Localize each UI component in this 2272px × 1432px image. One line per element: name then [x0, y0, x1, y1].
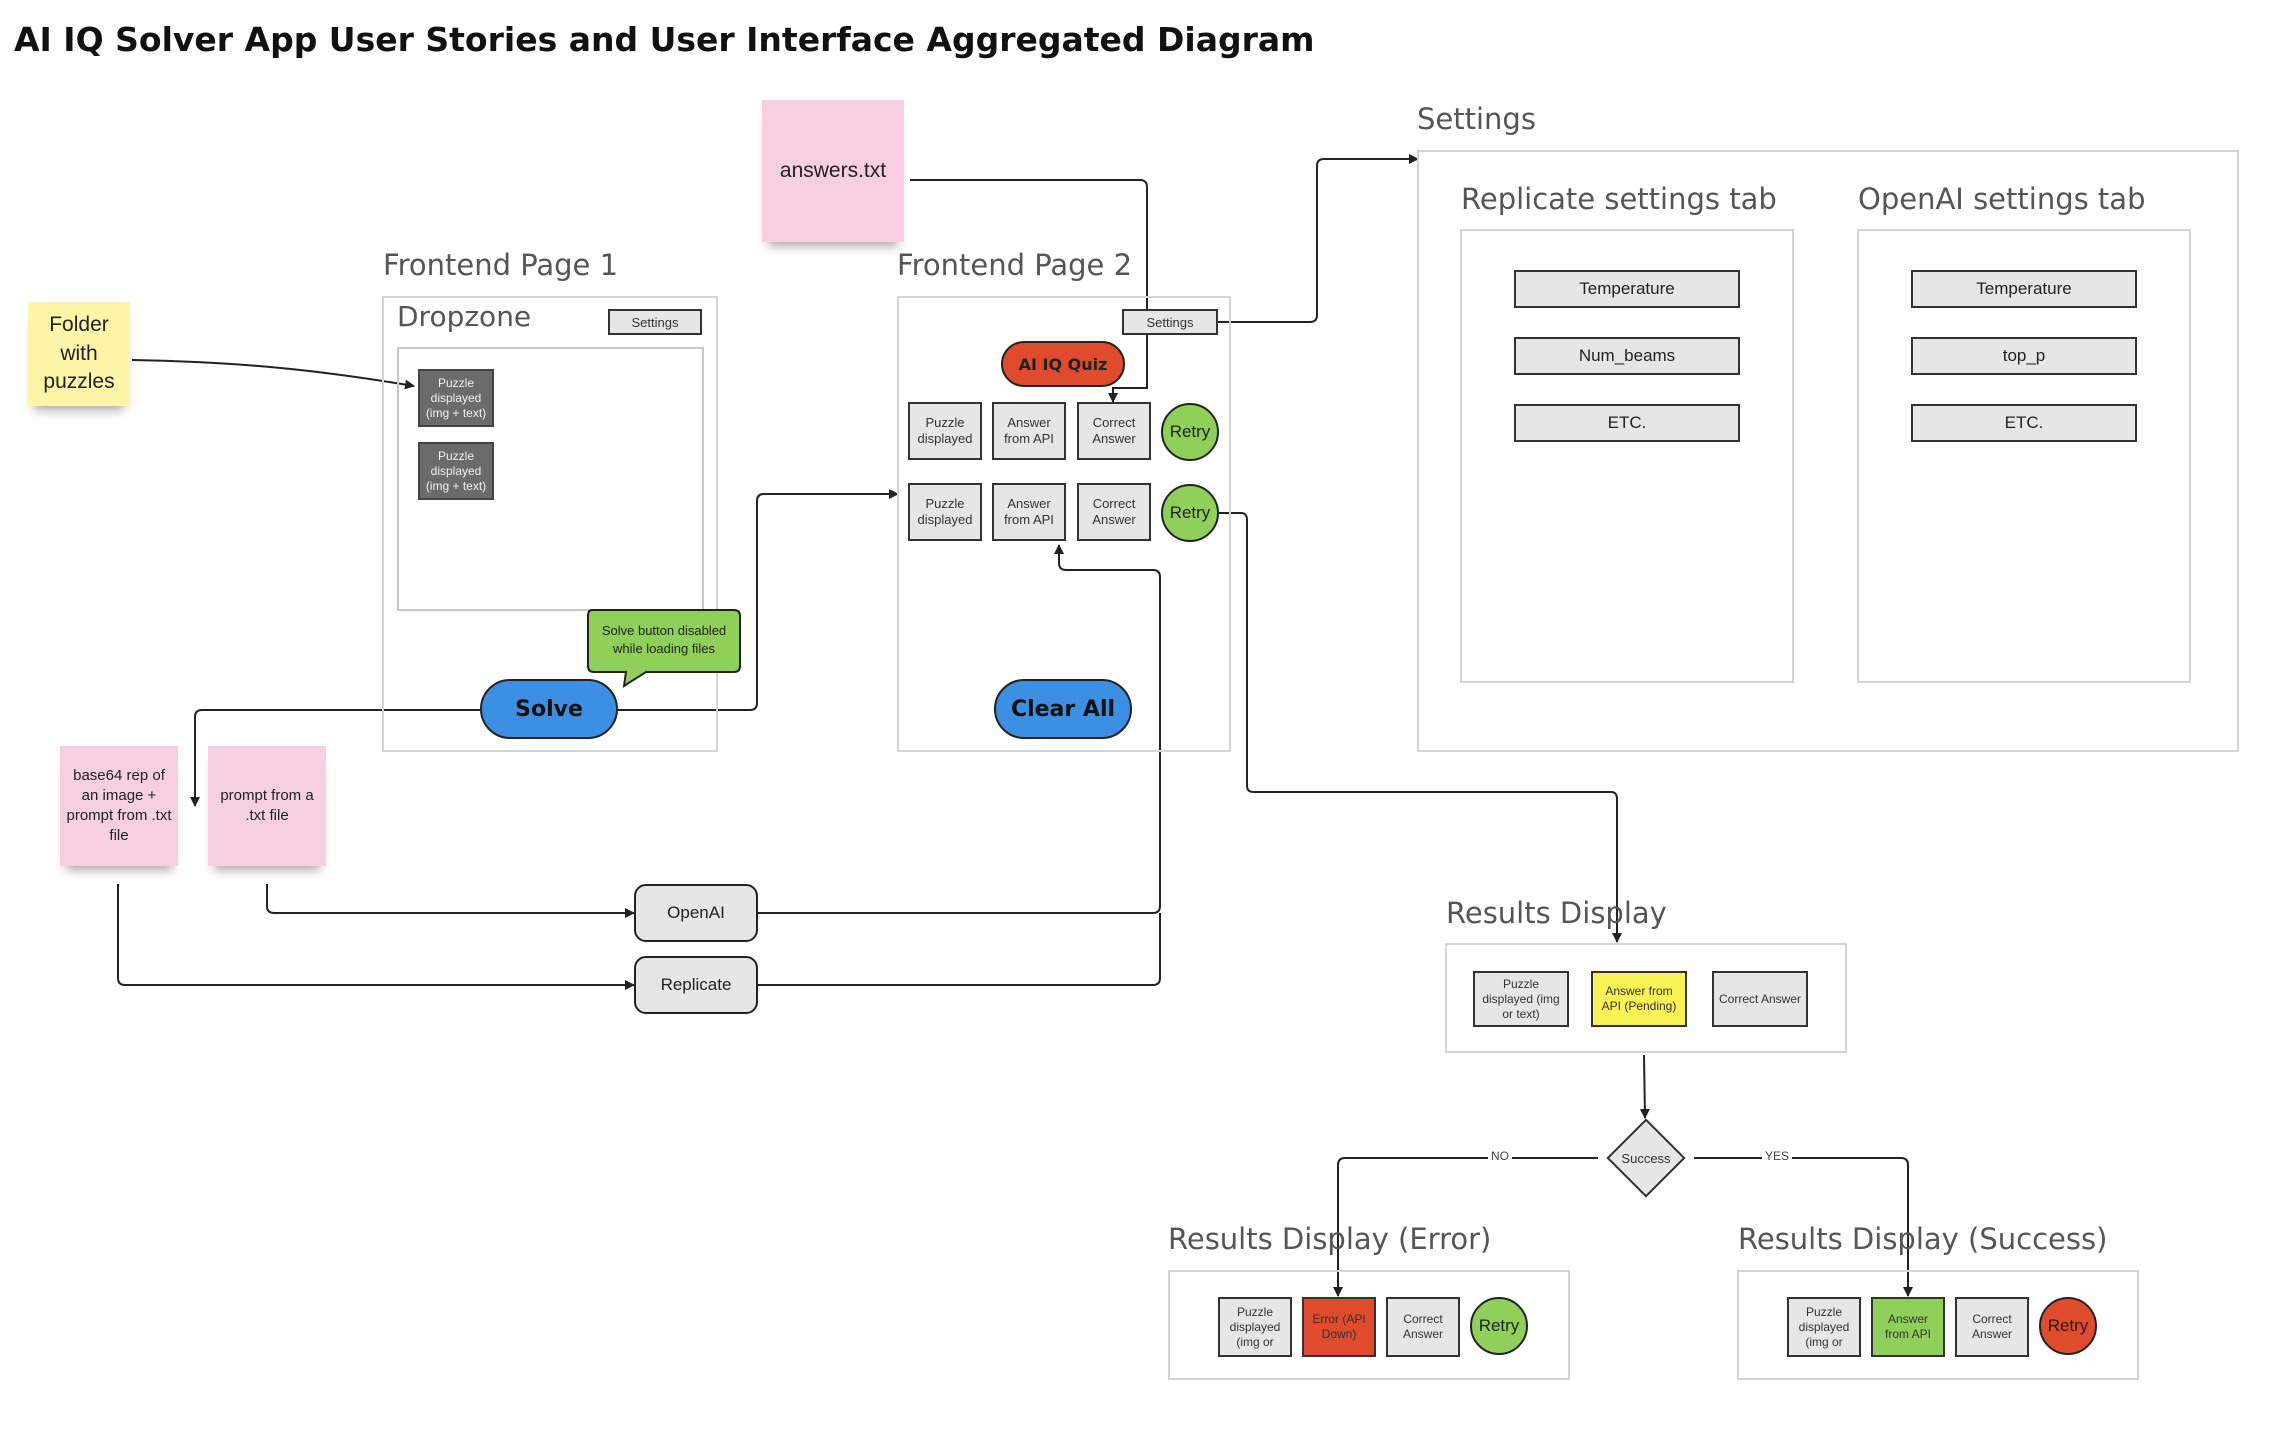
row1-answer-cell: Answer from API [992, 402, 1066, 460]
row2-correct-cell: Correct Answer [1077, 483, 1151, 541]
success-decision-label: Success [1621, 1150, 1671, 1166]
results-display-label: Results Display [1446, 896, 1667, 930]
dropzone-label: Dropzone [397, 300, 532, 333]
connector-openai-to-answer [758, 544, 1161, 914]
connector-solve-to-payloads [190, 709, 480, 807]
page2-settings-button[interactable]: Settings [1122, 309, 1218, 335]
results-error-label: Results Display (Error) [1168, 1222, 1492, 1256]
error-api-down-cell: Error (API Down) [1302, 1297, 1376, 1357]
error-puzzle-cell: Puzzle displayed (img or [1218, 1297, 1292, 1357]
sticky-prompt-payload: prompt from a .txt file [208, 746, 326, 866]
sticky-folder-with-puzzles: Folder with puzzles [28, 302, 130, 406]
frontend-page-1-label: Frontend Page 1 [383, 248, 619, 282]
openai-api-node[interactable]: OpenAI [634, 884, 758, 942]
openai-temperature-field[interactable]: Temperature [1911, 270, 2137, 308]
results-success-frame [1737, 1270, 2139, 1380]
connector-results-to-decision [1639, 1054, 1650, 1119]
error-retry-button[interactable]: Retry [1470, 1297, 1528, 1355]
sticky-base64-payload: base64 rep of an image + prompt from .tx… [60, 746, 178, 866]
frontend-page-1-frame [382, 296, 718, 752]
success-correct-cell: Correct Answer [1955, 1297, 2029, 1357]
success-answer-cell: Answer from API [1871, 1297, 1945, 1357]
connector-replicate-to-answer [758, 913, 1161, 986]
sticky-answers-txt: answers.txt [762, 100, 904, 242]
connector-base64-to-replicate [117, 884, 635, 990]
settings-label: Settings [1417, 102, 1536, 136]
success-puzzle-cell: Puzzle displayed (img or [1787, 1297, 1861, 1357]
replicate-api-node[interactable]: Replicate [634, 956, 758, 1014]
solve-disabled-tooltip: Solve button disabled while loading file… [601, 623, 727, 656]
replicate-temperature-field[interactable]: Temperature [1514, 270, 1740, 308]
row1-retry-button[interactable]: Retry [1161, 403, 1219, 461]
clear-all-button[interactable]: Clear All [994, 679, 1132, 739]
row1-puzzle-cell: Puzzle displayed [908, 402, 982, 460]
frontend-page-2-frame [897, 296, 1231, 752]
row2-retry-button[interactable]: Retry [1161, 484, 1219, 542]
connector-prompt-to-openai [266, 884, 635, 918]
row2-answer-cell: Answer from API [992, 483, 1066, 541]
replicate-etc-field[interactable]: ETC. [1514, 404, 1740, 442]
results-display-frame [1445, 943, 1847, 1053]
connector-decision-no [1333, 1157, 1598, 1297]
results-success-label: Results Display (Success) [1738, 1222, 2108, 1256]
results-error-frame [1168, 1270, 1570, 1380]
results-answer-pending-cell: Answer from API (Pending) [1591, 971, 1687, 1027]
connector-decision-yes [1694, 1157, 1913, 1297]
dropzone-puzzle-thumbnail: Puzzle displayed (img + text) [418, 369, 494, 427]
results-correct-cell: Correct Answer [1712, 971, 1808, 1027]
replicate-tab-frame [1460, 229, 1794, 683]
connector-retry-to-results [1218, 512, 1622, 943]
results-puzzle-cell: Puzzle displayed (img or text) [1473, 971, 1569, 1027]
row2-puzzle-cell: Puzzle displayed [908, 483, 982, 541]
connector-settings-to-settings-frame [1218, 154, 1419, 323]
ai-iq-quiz-badge: AI IQ Quiz [1001, 341, 1125, 387]
error-correct-cell: Correct Answer [1386, 1297, 1460, 1357]
dropzone-area[interactable] [397, 347, 704, 611]
row1-correct-cell: Correct Answer [1077, 402, 1151, 460]
connector-folder-to-dropzone [131, 359, 415, 390]
frontend-page-2-label: Frontend Page 2 [897, 248, 1133, 282]
tooltip-bubble-shape [587, 609, 741, 688]
replicate-tab-label: Replicate settings tab [1461, 182, 1777, 216]
decision-no-label: NO [1488, 1149, 1512, 1163]
connector-solve-to-page2 [618, 489, 899, 711]
openai-top-p-field[interactable]: top_p [1911, 337, 2137, 375]
openai-tab-label: OpenAI settings tab [1858, 182, 2146, 216]
success-retry-button[interactable]: Retry [2039, 1297, 2097, 1355]
openai-tab-frame [1857, 229, 2191, 683]
decision-yes-label: YES [1762, 1149, 1793, 1163]
openai-etc-field[interactable]: ETC. [1911, 404, 2137, 442]
replicate-num-beams-field[interactable]: Num_beams [1514, 337, 1740, 375]
page1-settings-button[interactable]: Settings [608, 309, 702, 335]
dropzone-puzzle-thumbnail: Puzzle displayed (img + text) [418, 442, 494, 500]
settings-frame [1417, 150, 2239, 752]
page-title: AI IQ Solver App User Stories and User I… [14, 20, 1315, 59]
solve-button[interactable]: Solve [480, 679, 618, 739]
